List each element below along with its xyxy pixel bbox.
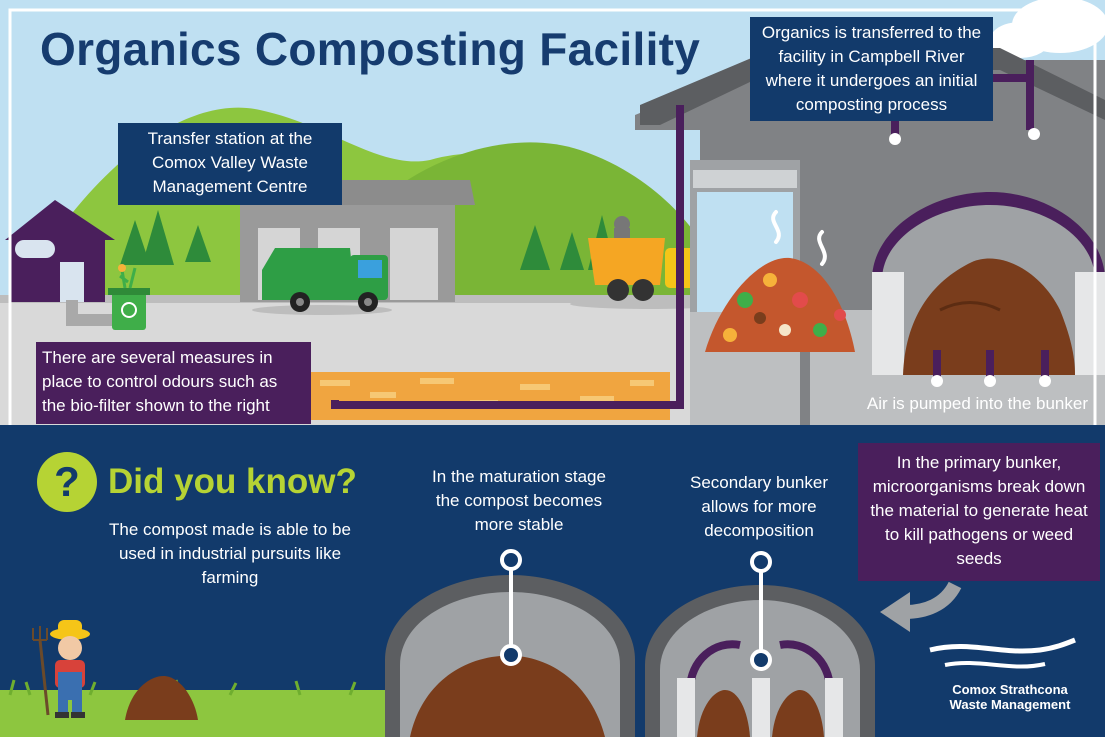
cloud-icon: [990, 0, 1105, 58]
callout-air-pumped: Air is pumped into the bunker: [866, 394, 1088, 413]
question-mark-icon: ?: [37, 452, 97, 512]
callout-organics-transfer: Organics is transferred to the facility …: [750, 17, 993, 121]
secondary-bunker: [645, 551, 875, 737]
curved-arrow-icon: [880, 581, 962, 632]
did-you-know-heading: Did you know?: [108, 462, 357, 501]
green-bin-icon: [108, 264, 150, 330]
air-pipes: [331, 60, 1049, 409]
compost-pile: [125, 675, 198, 720]
logo-line-2: Waste Management: [949, 697, 1071, 712]
callout-secondary-bunker: Secondary bunker allows for more decompo…: [690, 473, 828, 540]
page-title: Organics Composting Facility: [40, 23, 701, 75]
logo: Comox Strathcona Waste Management: [930, 682, 1090, 712]
food-scraps-pile: [705, 257, 855, 352]
house: [5, 200, 115, 302]
maturation-bunker: [385, 549, 635, 737]
callout-transfer-station: Transfer station at the Comox Valley Was…: [118, 123, 342, 205]
bio-filter: [310, 372, 670, 420]
logo-line-1: Comox Strathcona: [952, 682, 1068, 697]
callout-odour-control: There are several measures in place to c…: [36, 342, 311, 424]
logo-waves-icon: [929, 637, 1076, 669]
did-you-know-body: The compost made is able to be used in i…: [109, 520, 351, 587]
callout-maturation: In the maturation stage the compost beco…: [432, 467, 606, 534]
garbage-truck-icon: [252, 248, 392, 315]
callout-primary-bunker: In the primary bunker, microorganisms br…: [858, 443, 1100, 581]
primary-bunker: [872, 192, 1105, 375]
farmer-icon: [32, 620, 90, 718]
